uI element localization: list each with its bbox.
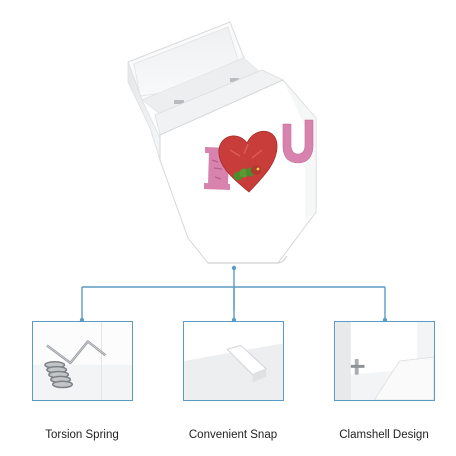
connector-dot: [231, 265, 237, 271]
heart-icon: [218, 130, 278, 193]
box-bottom-edge: [208, 255, 288, 264]
caterpillar-icon: [233, 165, 261, 181]
hinge-pin-icon: [174, 78, 239, 104]
printed-design: [204, 119, 314, 193]
product-box: [127, 21, 317, 264]
hinge-icon: [350, 359, 365, 375]
caption-clamshell-design: Clamshell Design: [339, 429, 429, 441]
detail-convenient-snap: [183, 321, 284, 401]
detail-torsion-spring: [32, 321, 133, 401]
snap-icon: [226, 344, 268, 383]
feature-connector: [79, 265, 388, 323]
letter-u-shape: [282, 119, 314, 164]
caption-convenient-snap: Convenient Snap: [188, 429, 278, 441]
caption-torsion-spring: Torsion Spring: [45, 429, 119, 441]
detail-clamshell-design: [334, 321, 435, 401]
box-right-side: [283, 80, 316, 220]
spring-icon: [44, 340, 107, 389]
